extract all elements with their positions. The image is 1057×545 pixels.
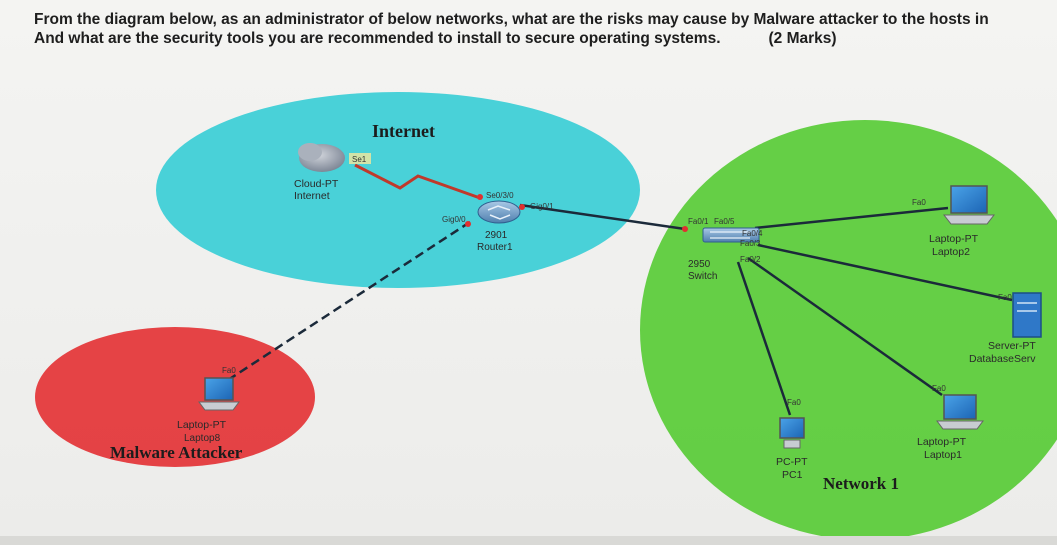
router-port-led-se: [477, 194, 483, 200]
question-line-2-text: And what are the security tools you are …: [34, 30, 721, 47]
server-icon: [1012, 292, 1042, 338]
question-marks: (2 Marks): [768, 30, 837, 47]
laptop1-screen-icon: [943, 394, 977, 420]
laptop2-name-label: Laptop2: [932, 246, 970, 258]
router-arrows-icon: [487, 205, 511, 220]
switch-port-fa02: Fa0/2: [740, 255, 761, 264]
switch-port-led-fa01: [682, 226, 688, 232]
laptop1-name-label: Laptop1: [924, 449, 962, 461]
question-line-2: And what are the security tools you are …: [34, 29, 1057, 48]
router-port-led-gig01: [519, 204, 525, 210]
pc1-monitor-icon: [779, 417, 805, 439]
router-2901[interactable]: 2901 Router1 Se0/3/0 Gig0/1 Gig0/0: [442, 191, 554, 253]
router-port-gig01: Gig0/1: [530, 202, 554, 211]
router-port-gig00: Gig0/0: [442, 215, 466, 224]
laptop2[interactable]: Fa0 Laptop-PT Laptop2: [912, 185, 996, 258]
laptop8-base-icon: [198, 401, 240, 411]
link-switch-pc1: [736, 261, 792, 416]
network-1-zone-label: Network 1: [823, 474, 899, 493]
laptop1-port-fa0: Fa0: [932, 384, 946, 393]
laptop8-attacker[interactable]: Fa0 Laptop-PT Laptop8: [177, 366, 240, 444]
cloud-name-label: Internet: [294, 190, 330, 202]
laptop2-base-icon: [942, 214, 996, 225]
laptop2-screen-icon: [950, 185, 988, 214]
router-icon: [477, 200, 521, 224]
question-text: From the diagram below, as an administra…: [34, 10, 1057, 48]
switch-2950[interactable]: 2950 Switch Fa0/1 Fa0/5 Fa0/4 Fa0/3 Fa0/…: [682, 217, 763, 282]
serial-link-cloud-router: [354, 163, 481, 200]
laptop8-type-label: Laptop-PT: [177, 419, 227, 431]
link-router-laptop8: [224, 220, 471, 384]
question-line-1: From the diagram below, as an administra…: [34, 11, 989, 28]
router-port-se030: Se0/3/0: [486, 191, 514, 200]
router-model-label: 2901: [485, 230, 508, 241]
database-server[interactable]: Fa0 Server-PT DatabaseServ: [969, 292, 1042, 365]
link-switch-server: [757, 243, 1013, 302]
server-name-label: DatabaseServ: [969, 353, 1036, 365]
switch-port-fa04: Fa0/4: [742, 229, 763, 238]
laptop1[interactable]: Fa0 Laptop-PT Laptop1: [917, 384, 984, 461]
laptop2-port-fa0: Fa0: [912, 198, 926, 207]
pc1-name-label: PC1: [782, 469, 803, 481]
laptop1-type-label: Laptop-PT: [917, 436, 967, 448]
link-switch-laptop2: [754, 206, 949, 230]
router-port-led-gig00: [465, 221, 471, 227]
switch-model-label: 2950: [688, 259, 711, 270]
internet-zone-label: Internet: [372, 121, 435, 141]
malware-attacker-zone: [35, 327, 315, 467]
cloud-port-se1-bg: [349, 153, 371, 164]
laptop8-name-label: Laptop8: [184, 433, 221, 444]
laptop1-base-icon: [936, 420, 984, 430]
pc1-stand-icon: [783, 439, 801, 449]
laptop8-port-fa0: Fa0: [222, 366, 236, 375]
pc1-type-label: PC-PT: [776, 456, 808, 468]
cloud-internet[interactable]: Cloud-PT Internet Se1: [294, 143, 371, 202]
laptop2-type-label: Laptop-PT: [929, 233, 979, 245]
switch-port-fa03: Fa0/3: [740, 239, 761, 248]
pc1-port-fa0: Fa0: [787, 398, 801, 407]
link-switch-laptop1: [747, 256, 943, 397]
pc1[interactable]: Fa0 PC-PT PC1: [776, 398, 808, 481]
malware-zone-label: Malware Attacker: [110, 443, 243, 462]
cloud-port-se1: Se1: [352, 155, 367, 164]
server-type-label: Server-PT: [988, 340, 1036, 352]
cloud-icon-puff: [298, 143, 322, 161]
link-router-switch: [519, 203, 686, 231]
bottom-edge: [0, 536, 1057, 545]
internet-zone: [156, 92, 640, 288]
cloud-type-label: Cloud-PT: [294, 178, 339, 190]
laptop8-screen-icon: [204, 377, 234, 401]
switch-port-fa05: Fa0/5: [714, 217, 735, 226]
switch-arrows-icon: [710, 231, 750, 239]
server-port-fa0: Fa0: [998, 293, 1012, 302]
switch-port-fa01: Fa0/1: [688, 217, 709, 226]
router-name-label: Router1: [477, 242, 513, 253]
switch-name-label: Switch: [688, 271, 717, 282]
